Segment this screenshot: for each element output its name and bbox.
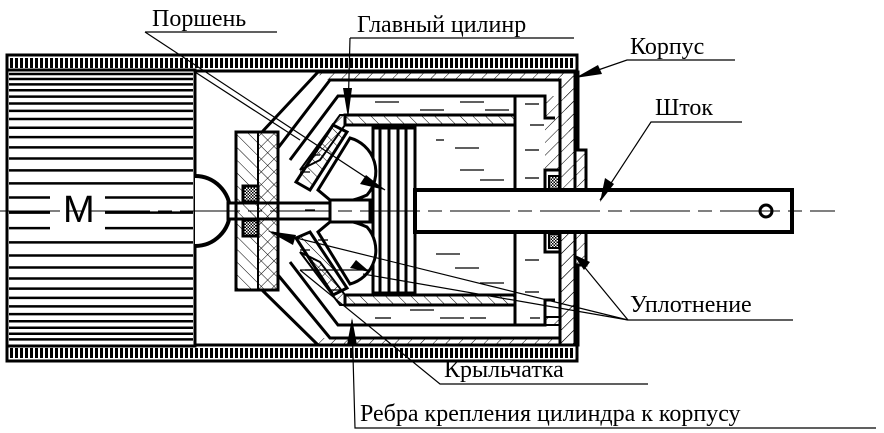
- leaders: [144, 31, 876, 429]
- motor: М: [5, 68, 197, 348]
- rod-arrow: [600, 178, 614, 202]
- label-rod: Шток: [655, 95, 713, 121]
- rod-seal-top: [548, 175, 560, 191]
- seal-arrow: [573, 254, 590, 270]
- motor-label: М: [63, 189, 95, 231]
- housing-top-wall: [5, 53, 579, 73]
- left-seal: [241, 218, 260, 238]
- label-ribs: Ребра крепления цилиндра к корпусу: [360, 401, 741, 427]
- housing-bottom-wall: [5, 343, 579, 363]
- left-seal: [241, 184, 260, 204]
- hydraulic-fluid-marks: [300, 101, 544, 319]
- ribs-arrow: [347, 318, 357, 345]
- main-cylinder-arrow: [343, 88, 352, 118]
- label-piston: Поршень: [152, 6, 246, 32]
- impeller-arrow: [350, 260, 370, 272]
- label-impeller: Крыльчатка: [444, 357, 564, 383]
- label-main-cylinder: Главный цилинр: [357, 12, 526, 38]
- rod-seal-bottom: [548, 233, 560, 249]
- piston-arrow: [360, 175, 385, 190]
- label-housing: Корпус: [630, 34, 704, 60]
- motor-winding-lines: [9, 72, 193, 341]
- housing-arrow: [575, 65, 602, 78]
- seal-arrow: [268, 231, 296, 245]
- label-seal: Уплотнение: [630, 292, 752, 318]
